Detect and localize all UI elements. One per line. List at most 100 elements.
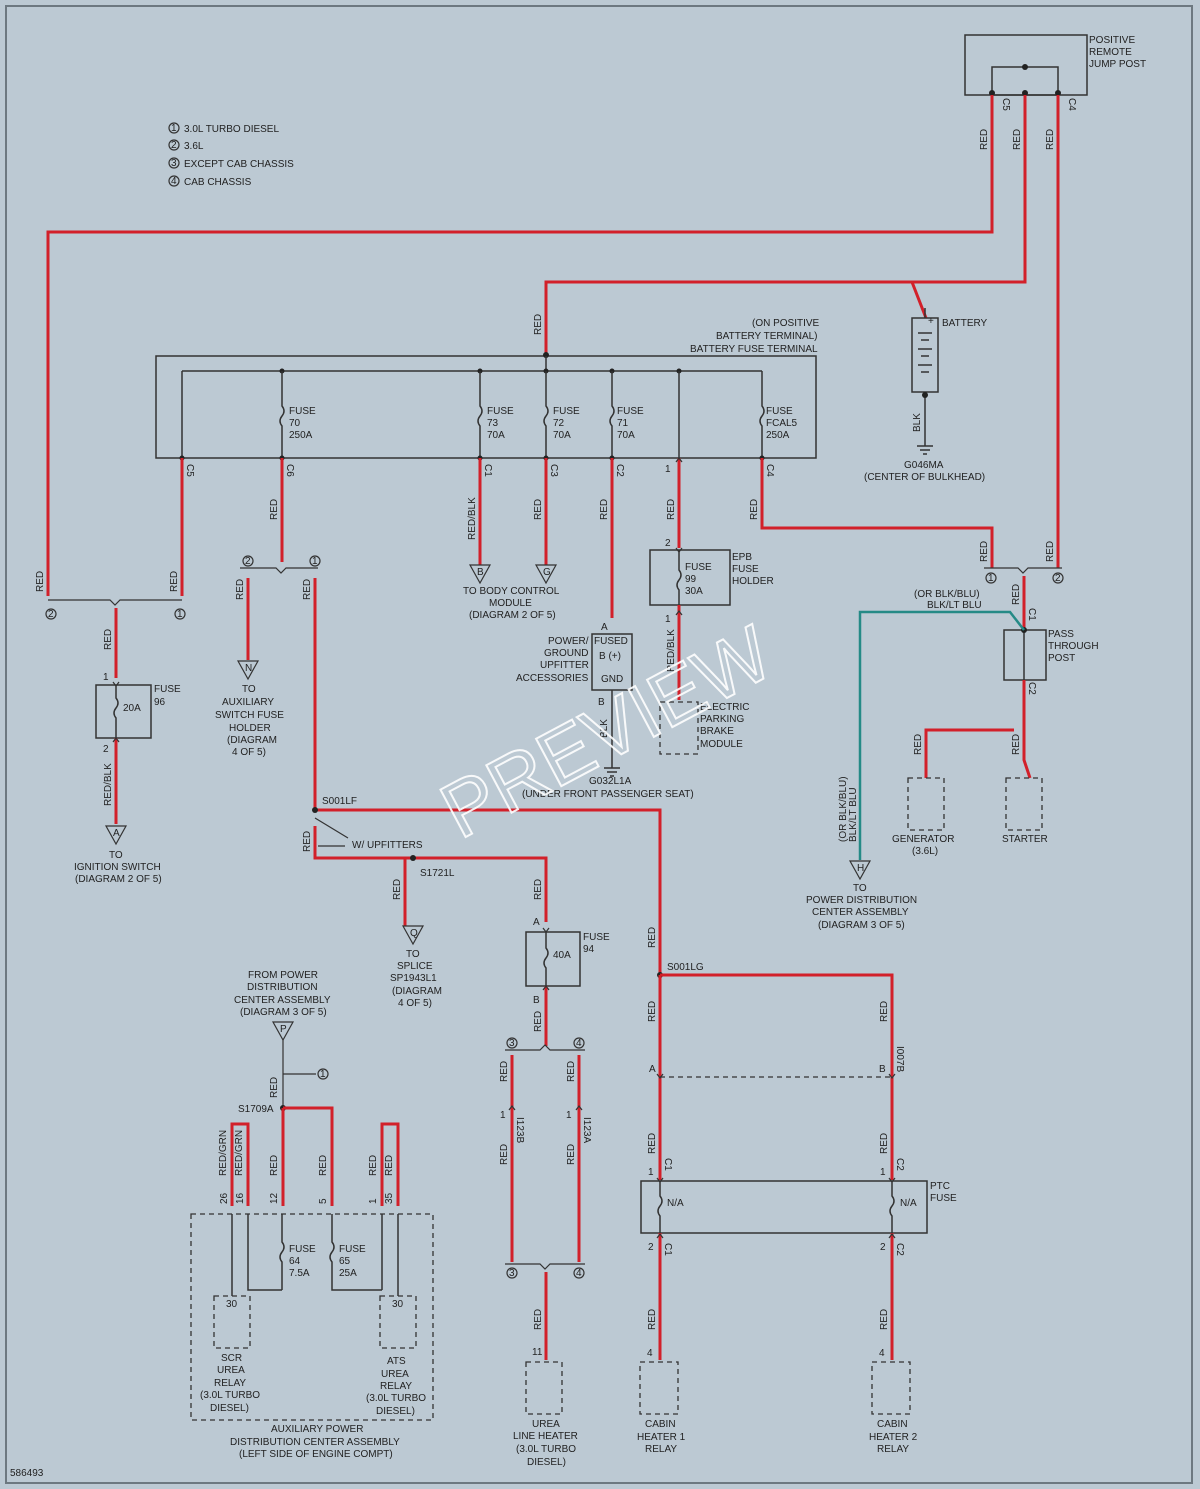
svg-text:A: A	[533, 917, 540, 928]
svg-text:HOLDER: HOLDER	[732, 576, 774, 587]
split-fuse70: 2 1	[240, 555, 321, 574]
svg-text:MODULE: MODULE	[489, 598, 532, 609]
svg-text:G046MA: G046MA	[904, 460, 944, 471]
svg-text:(CENTER OF BULKHEAD): (CENTER OF BULKHEAD)	[864, 472, 985, 483]
svg-text:B: B	[533, 995, 540, 1006]
svg-text:P: P	[280, 1024, 287, 1035]
svg-text:73: 73	[487, 418, 499, 429]
svg-text:(DIAGRAM 3 OF 5): (DIAGRAM 3 OF 5)	[818, 920, 905, 931]
svg-text:RED: RED	[533, 1011, 544, 1032]
svg-text:UPFITTER: UPFITTER	[540, 660, 589, 671]
split-fuse94: 3 4	[505, 1037, 585, 1051]
svg-text:3: 3	[171, 158, 177, 169]
svg-text:BATTERY TERMINAL): BATTERY TERMINAL)	[716, 331, 818, 342]
svg-text:FUSE: FUSE	[685, 562, 712, 573]
svg-text:DIESEL): DIESEL)	[210, 1403, 249, 1414]
svg-text:RED: RED	[647, 927, 658, 948]
svg-text:PTC: PTC	[930, 1181, 950, 1192]
svg-text:CABIN: CABIN	[877, 1419, 908, 1430]
starter: STARTER	[1002, 777, 1048, 845]
generator: GENERATOR (3.6L)	[892, 777, 954, 857]
svg-text:RED: RED	[269, 499, 280, 520]
svg-text:HEATER 1: HEATER 1	[637, 1432, 686, 1443]
svg-text:C2: C2	[894, 1243, 905, 1256]
svg-text:(3.0L TURBO: (3.0L TURBO	[200, 1390, 260, 1401]
svg-text:IGNITION SWITCH: IGNITION SWITCH	[74, 862, 161, 873]
svg-text:CABIN: CABIN	[645, 1419, 676, 1430]
svg-text:(DIAGRAM: (DIAGRAM	[227, 735, 277, 746]
svg-text:(DIAGRAM: (DIAGRAM	[392, 986, 442, 997]
battery-fuse-terminal: (ON POSITIVE BATTERY TERMINAL) BATTERY F…	[155, 318, 820, 459]
svg-text:4: 4	[576, 1038, 582, 1049]
svg-text:I007B: I007B	[894, 1046, 905, 1072]
cabin-heater-1-relay: CABIN HEATER 1 RELAY	[637, 1361, 686, 1455]
svg-text:3.6L: 3.6L	[184, 141, 204, 152]
svg-text:96: 96	[154, 697, 166, 708]
svg-text:POST: POST	[1048, 653, 1075, 664]
svg-text:(DIAGRAM 2 OF 5): (DIAGRAM 2 OF 5)	[469, 610, 556, 621]
svg-text:POWER DISTRIBUTION: POWER DISTRIBUTION	[806, 895, 917, 906]
svg-text:RED/BLK: RED/BLK	[467, 497, 478, 540]
merge-left: 2 1	[45, 599, 186, 620]
svg-text:TO: TO	[406, 949, 420, 960]
svg-text:THROUGH: THROUGH	[1048, 641, 1099, 652]
merge-urea: 3 4	[505, 1263, 585, 1279]
svg-text:FUSE: FUSE	[553, 406, 580, 417]
svg-text:4 OF 5): 4 OF 5)	[232, 747, 266, 758]
svg-text:S001LG: S001LG	[667, 962, 704, 973]
svg-text:3: 3	[509, 1038, 515, 1049]
svg-text:S001LF: S001LF	[322, 796, 357, 807]
svg-text:RED: RED	[103, 629, 114, 650]
svg-text:N/A: N/A	[900, 1198, 917, 1209]
svg-text:4 OF 5): 4 OF 5)	[398, 998, 432, 1009]
svg-text:RED: RED	[599, 499, 610, 520]
svg-text:I123A: I123A	[581, 1117, 592, 1143]
svg-text:4: 4	[879, 1348, 885, 1359]
svg-text:30: 30	[392, 1299, 404, 1310]
battery: + BATTERY BLK G046MA (CENTER OF BULKHEAD…	[864, 308, 988, 483]
svg-text:RED: RED	[269, 1155, 280, 1176]
svg-text:EXCEPT CAB CHASSIS: EXCEPT CAB CHASSIS	[184, 159, 294, 170]
svg-text:DIESEL): DIESEL)	[527, 1457, 566, 1468]
svg-text:Q: Q	[410, 928, 418, 939]
svg-text:N/A: N/A	[667, 1198, 684, 1209]
svg-text:C1: C1	[482, 464, 493, 477]
svg-text:70A: 70A	[553, 430, 571, 441]
svg-text:(3.6L): (3.6L)	[912, 846, 938, 857]
svg-text:BATTERY FUSE TERMINAL: BATTERY FUSE TERMINAL	[690, 344, 818, 355]
svg-text:1: 1	[500, 1110, 506, 1121]
pass-through-post: PASS THROUGH POST	[1003, 629, 1099, 681]
svg-text:RED: RED	[499, 1144, 510, 1165]
svg-text:B (+): B (+)	[599, 651, 621, 662]
svg-text:HEATER 2: HEATER 2	[869, 1432, 918, 1443]
svg-text:1: 1	[665, 464, 671, 475]
svg-text:TO: TO	[853, 883, 867, 894]
svg-text:(OR BLK/BLU): (OR BLK/BLU)	[914, 589, 980, 600]
svg-text:C2: C2	[1026, 682, 1037, 695]
svg-text:5: 5	[318, 1198, 329, 1204]
svg-text:12: 12	[269, 1192, 280, 1204]
svg-text:RED: RED	[647, 1133, 658, 1154]
svg-text:GENERATOR: GENERATOR	[892, 834, 954, 845]
svg-text:RED: RED	[533, 499, 544, 520]
svg-text:BLK/LT BLU: BLK/LT BLU	[848, 787, 859, 842]
svg-text:C1: C1	[662, 1243, 673, 1256]
svg-text:C3: C3	[548, 464, 559, 477]
svg-text:2: 2	[665, 538, 671, 549]
svg-text:RED/BLK: RED/BLK	[666, 629, 677, 672]
svg-text:65: 65	[339, 1256, 351, 1267]
svg-text:C1: C1	[1026, 608, 1037, 621]
svg-text:ACCESSORIES: ACCESSORIES	[516, 673, 589, 684]
svg-text:SP1943L1: SP1943L1	[390, 973, 437, 984]
svg-text:1: 1	[988, 573, 994, 584]
svg-text:RED: RED	[1011, 734, 1022, 755]
svg-text:C4: C4	[1066, 98, 1077, 111]
svg-text:RED: RED	[566, 1061, 577, 1082]
svg-text:RED: RED	[35, 571, 46, 592]
svg-text:CAB CHASSIS: CAB CHASSIS	[184, 177, 252, 188]
svg-text:25A: 25A	[339, 1268, 357, 1279]
positive-jump-post: POSITIVE REMOTE JUMP POST C5 C4	[964, 34, 1146, 111]
